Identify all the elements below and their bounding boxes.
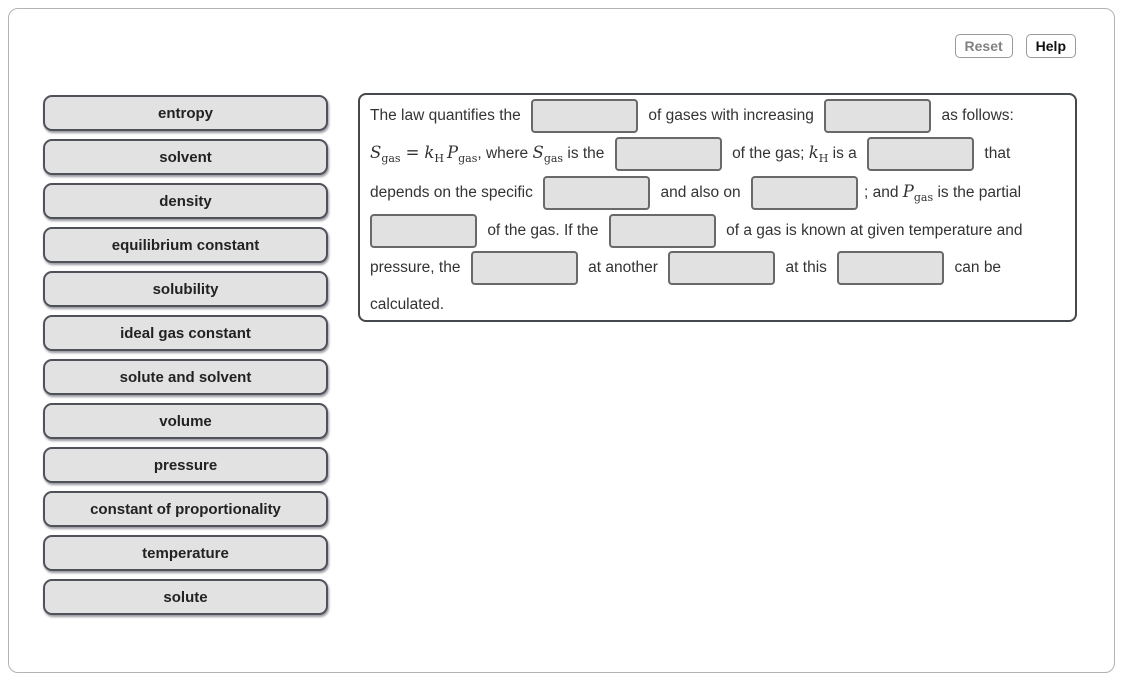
text-segment: at this xyxy=(785,259,827,276)
text-segment: of gases with increasing xyxy=(648,107,814,124)
toolbar: Reset Help xyxy=(954,34,1076,58)
answer-blank-11[interactable] xyxy=(837,250,945,285)
math-sub-H: H xyxy=(434,152,444,165)
answer-blank-1[interactable] xyxy=(531,98,639,133)
answer-blank-10[interactable] xyxy=(668,250,776,285)
text-segment: of the gas; xyxy=(732,145,805,162)
question-panel: The law quantifies the of gases with inc… xyxy=(358,93,1077,322)
math-sub-gas: gas xyxy=(543,152,564,165)
answer-blank-4[interactable] xyxy=(867,136,975,171)
math-var-k: k xyxy=(424,143,435,162)
tile-constant-of-proportionality[interactable]: constant of proportionality xyxy=(43,491,328,527)
tile-solute[interactable]: solute xyxy=(43,579,328,615)
text-segment: of the gas. If the xyxy=(487,222,599,239)
math-var-P: P xyxy=(902,182,914,201)
word-bank: entropy solvent density equilibrium cons… xyxy=(43,95,328,623)
tile-temperature[interactable]: temperature xyxy=(43,535,328,571)
text-segment: ; and xyxy=(863,184,899,201)
tile-solubility[interactable]: solubility xyxy=(43,271,328,307)
text-segment: and also on xyxy=(660,184,741,201)
tile-entropy[interactable]: entropy xyxy=(43,95,328,131)
math-var-P: P xyxy=(446,143,459,162)
text-segment: as follows: xyxy=(941,107,1014,124)
answer-blank-6[interactable] xyxy=(750,175,858,210)
text-segment: that xyxy=(984,145,1011,162)
math-sub-gas: gas xyxy=(913,191,934,204)
text-segment: is a xyxy=(832,145,857,162)
math-S-gas: Sgas xyxy=(532,143,564,165)
tile-ideal-gas-constant[interactable]: ideal gas constant xyxy=(43,315,328,351)
paragraph-line-5: pressure, the at another at this can be xyxy=(370,249,1065,286)
text-segment: can be xyxy=(954,259,1002,276)
text-segment: depends on the specific xyxy=(370,184,533,201)
paragraph-line-3: depends on the specific and also on ; an… xyxy=(370,173,1065,212)
answer-blank-9[interactable] xyxy=(470,250,578,285)
answer-blank-5[interactable] xyxy=(543,175,651,210)
text-segment: is the partial xyxy=(937,184,1022,201)
tile-solvent[interactable]: solvent xyxy=(43,139,328,175)
math-P-gas: Pgas xyxy=(902,182,934,204)
paragraph-line-6: calculated. xyxy=(370,286,1065,323)
math-sub-gas: gas xyxy=(458,152,478,165)
answer-blank-3[interactable] xyxy=(614,136,722,171)
math-var-k: k xyxy=(808,143,819,162)
math-equals: = xyxy=(405,143,420,162)
reset-button[interactable]: Reset xyxy=(954,34,1013,58)
text-segment: of a gas is known at given temperature a… xyxy=(726,222,1023,239)
help-button[interactable]: Help xyxy=(1025,34,1076,58)
math-sub-H: H xyxy=(818,152,829,165)
text-segment: The law quantifies the xyxy=(370,107,521,124)
text-segment: pressure, the xyxy=(370,259,461,276)
text-segment: calculated. xyxy=(370,296,445,313)
answer-blank-2[interactable] xyxy=(824,98,932,133)
tile-volume[interactable]: volume xyxy=(43,403,328,439)
text-segment: at another xyxy=(588,259,658,276)
paragraph-line-4: of the gas. If the of a gas is known at … xyxy=(370,212,1065,249)
tile-density[interactable]: density xyxy=(43,183,328,219)
math-sub-gas: gas xyxy=(381,152,401,165)
paragraph-line-1: The law quantifies the of gases with inc… xyxy=(370,97,1065,134)
math-k-H: kH xyxy=(808,143,829,165)
math-var-S: S xyxy=(532,143,544,162)
answer-blank-8[interactable] xyxy=(608,213,716,248)
math-var-S: S xyxy=(370,143,382,162)
text-segment: is the xyxy=(567,145,605,162)
answer-blank-7[interactable] xyxy=(370,213,477,248)
text-segment: , where xyxy=(477,145,529,162)
tile-pressure[interactable]: pressure xyxy=(43,447,328,483)
tile-equilibrium-constant[interactable]: equilibrium constant xyxy=(43,227,328,263)
tile-solute-and-solvent[interactable]: solute and solvent xyxy=(43,359,328,395)
